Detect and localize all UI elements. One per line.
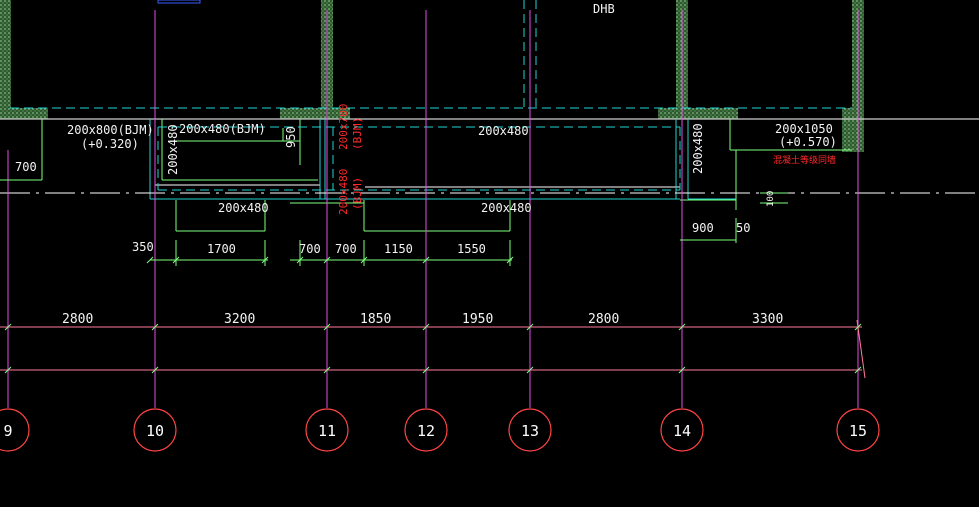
- axis-bubbles: 9 10 11 12 13 14 15: [0, 408, 880, 452]
- dim-tick: [323, 323, 331, 331]
- axis-dim-label: 2800: [588, 312, 619, 327]
- dim-label: 1150: [384, 242, 413, 256]
- dim-label: 350: [132, 240, 154, 254]
- dim-tick: [678, 366, 686, 374]
- dim-label: 700: [15, 160, 37, 174]
- beam-label: 200x1050: [775, 122, 833, 136]
- axis-number-label: 11: [318, 422, 336, 440]
- beam-label-vertical: 200x480: [691, 123, 705, 174]
- axis-dim-label: 1950: [462, 312, 493, 327]
- axis-dim-label: 1850: [360, 312, 391, 327]
- axis-number-label: 12: [417, 422, 435, 440]
- axis-bubble: [836, 408, 880, 452]
- axis-bubble: [0, 408, 30, 452]
- beam-label-red: 200x480: [337, 169, 350, 215]
- dim-row-line: [856, 319, 866, 379]
- small-dim-chain: [0, 128, 788, 266]
- beam-elevation-label: (+0.320): [81, 137, 139, 151]
- dim-label: 700: [335, 242, 357, 256]
- wall-segment: [658, 108, 738, 119]
- wall-segment: [0, 0, 11, 112]
- dim-label: 1550: [457, 242, 486, 256]
- dim-label: 700: [299, 242, 321, 256]
- dim-tick: [323, 366, 331, 374]
- axis-bubble: [660, 408, 704, 452]
- axis-number-label: 15: [849, 422, 867, 440]
- beam-label: 200x480: [481, 201, 532, 215]
- axis-lines: [7, 10, 859, 408]
- dim-tick: [4, 366, 12, 374]
- cyan-dashed-lines: [10, 0, 852, 191]
- wall-segment: [280, 108, 350, 119]
- beam-label-red: (BJM): [351, 177, 364, 210]
- beam-note-red: 混凝土等级同墙: [773, 154, 836, 166]
- axis-number-label: 9: [3, 422, 12, 440]
- dim-tick: [151, 323, 159, 331]
- axis-bubble: [508, 408, 552, 452]
- axis-number-label: 14: [673, 422, 691, 440]
- dim-label: 1700: [207, 242, 236, 256]
- dim-tick: [4, 323, 12, 331]
- dim-tick: [151, 366, 159, 374]
- dim-tick: [526, 366, 534, 374]
- dim-tick: [678, 323, 686, 331]
- beam-label: 200x480(BJM): [179, 122, 266, 136]
- dim-label: 100: [766, 191, 776, 207]
- dim-tick: [854, 323, 862, 331]
- wall-segment: [0, 108, 48, 119]
- dim-label: 50: [736, 221, 750, 235]
- beam-label-red: 200x700: [337, 104, 350, 150]
- dim-tick: [422, 366, 430, 374]
- beam-elevation-label: (+0.570): [779, 135, 837, 149]
- dim-label: 900: [692, 221, 714, 235]
- axis-bubble: [133, 408, 177, 452]
- beam-label-vertical: 200x480: [166, 124, 180, 175]
- top-edge-box: [157, 0, 201, 4]
- beam-label: 200x800(BJM): [67, 123, 154, 137]
- wall-hatch-group: [0, 0, 864, 152]
- beam-label: 200x480: [478, 124, 529, 138]
- cyan-beam-lines: [149, 119, 736, 200]
- axis-bubble: [305, 408, 349, 452]
- wall-segment: [842, 108, 864, 152]
- axis-number-label: 10: [146, 422, 164, 440]
- dim-tick: [526, 323, 534, 331]
- axis-dim-label: 3300: [752, 312, 783, 327]
- dim-tick: [854, 366, 862, 374]
- dhb-label: DHB: [593, 2, 615, 16]
- beam-dim-label: 950: [284, 126, 298, 148]
- axis-dim-label: 3200: [224, 312, 255, 327]
- dimension-rows: [0, 319, 866, 379]
- dim-tick: [422, 323, 430, 331]
- beam-label-red: (BJM): [351, 117, 364, 150]
- dimension-ticks: [4, 256, 862, 374]
- beam-label: 200x480: [218, 201, 269, 215]
- axis-number-label: 13: [521, 422, 539, 440]
- axis-dim-label: 2800: [62, 312, 93, 327]
- axis-bubble: [404, 408, 448, 452]
